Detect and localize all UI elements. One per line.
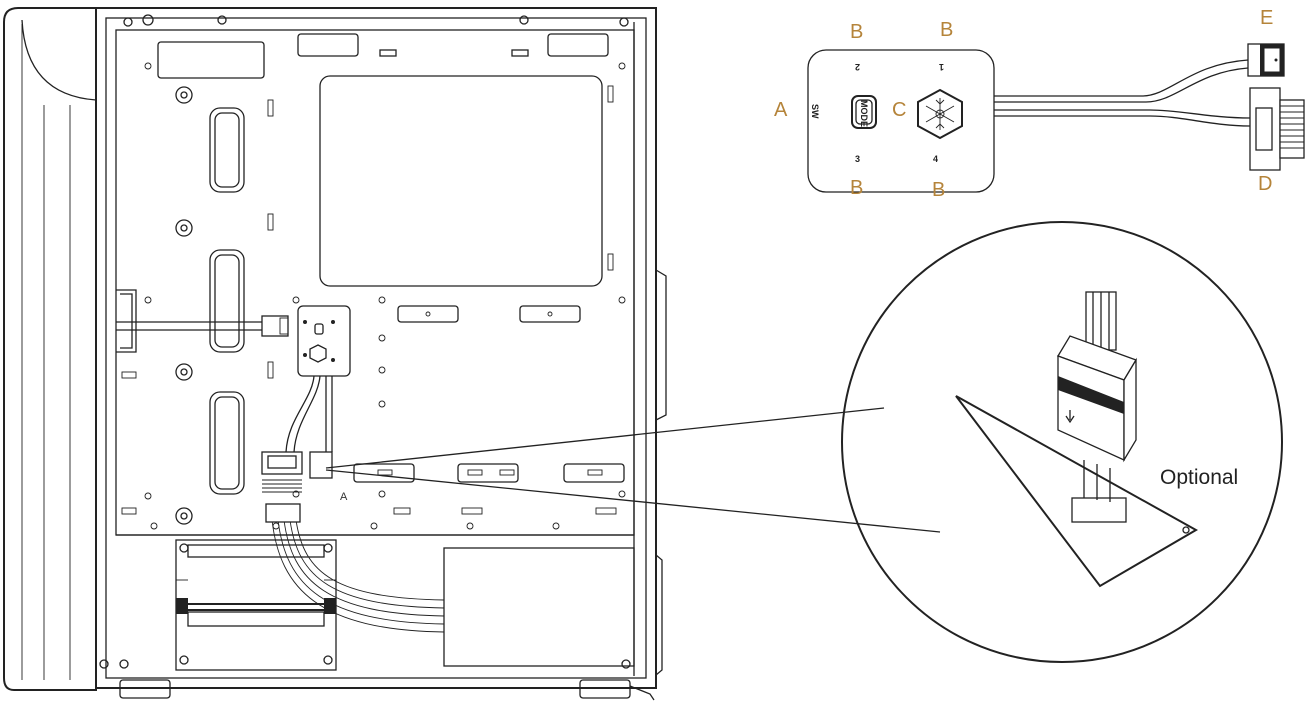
installed-fan-hub <box>116 305 351 493</box>
callout-b-top-right: B <box>940 19 953 41</box>
power-connector-d <box>1249 87 1305 171</box>
callout-b-bottom-left: B <box>850 177 863 199</box>
port-number-4: 4 <box>933 154 938 164</box>
case-feet <box>99 659 655 701</box>
callout-a: A <box>774 99 788 121</box>
case-outline <box>95 7 657 689</box>
fan-plug <box>1057 291 1137 463</box>
optional-label: Optional <box>1160 466 1238 489</box>
callout-d: D <box>1258 173 1272 195</box>
pc-case-side-view: A <box>3 7 667 701</box>
hub-connector-e-installed <box>261 315 289 337</box>
callout-e: E <box>1260 7 1273 29</box>
sata-power-cable <box>265 503 445 633</box>
mode-text: MODE <box>859 100 869 127</box>
fan-snowflake-icon <box>917 88 963 140</box>
fan-header-pins <box>1071 497 1127 523</box>
callout-b-bottom-right: B <box>932 179 945 201</box>
hdd-cage <box>175 539 337 671</box>
pwm-connector-installed <box>309 451 333 479</box>
port-number-3: 3 <box>855 154 860 164</box>
case-label-a: A <box>340 491 348 503</box>
callout-c: C <box>892 99 906 121</box>
cable-connector-e <box>1247 43 1285 77</box>
leader-line-top <box>325 407 885 469</box>
magnifier-circle <box>841 221 1283 663</box>
callout-b-top-left: B <box>850 21 863 43</box>
magnified-detail: Optional <box>841 221 1283 663</box>
standoffs <box>144 62 626 530</box>
sw-text: SW <box>810 104 820 119</box>
fan-hub-detail: MODE SW 2 1 3 4 <box>774 7 1305 201</box>
cpu-cutout <box>319 75 603 287</box>
mode-button <box>851 95 877 129</box>
port-number-2: 2 <box>855 62 860 72</box>
port-number-1: 1 <box>939 62 944 72</box>
sata-connector <box>265 503 301 523</box>
leader-line-bottom <box>325 469 941 533</box>
front-bezel <box>3 7 97 691</box>
hub-body <box>807 49 995 193</box>
top-screws <box>123 14 629 27</box>
